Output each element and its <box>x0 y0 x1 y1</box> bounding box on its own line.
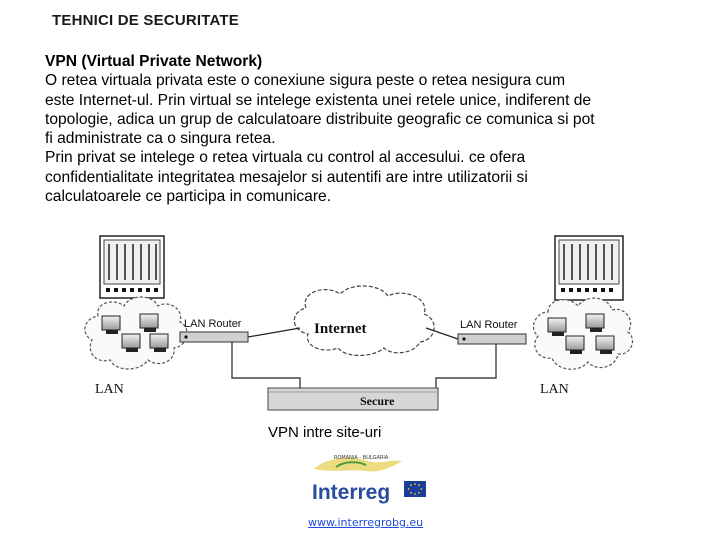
left-router-label: LAN Router <box>184 318 242 330</box>
diagram-caption: VPN intre site-uri <box>268 424 382 441</box>
vpn-diagram: Internet LAN Router LAN Router Secure LA… <box>84 235 633 411</box>
vpn-heading: VPN (Virtual Private Network) <box>45 53 263 70</box>
left-router-icon <box>179 331 249 343</box>
interreg-logo-text: Interreg <box>312 481 390 504</box>
right-lan-computers-icon <box>547 313 615 354</box>
secure-tunnel-bar <box>267 387 439 411</box>
internet-cloud-icon <box>293 285 435 357</box>
left-lan-cloud-icon <box>84 296 188 370</box>
interreg-logo: ROMANIA - BULGARIA Interreg <box>306 447 431 513</box>
right-server-rack-icon <box>554 235 624 301</box>
left-lan-label: LAN <box>95 382 124 397</box>
eu-flag-icon <box>404 481 426 497</box>
description-line: O retea virtuala privata este o conexiun… <box>45 72 566 90</box>
secure-label: Secure <box>360 394 395 408</box>
left-server-rack-icon <box>99 235 165 299</box>
internet-label: Internet <box>314 321 367 337</box>
page-title: TEHNICI DE SECURITATE <box>52 12 239 29</box>
right-lan-cloud-icon <box>533 297 633 370</box>
svg-text:ROMANIA - BULGARIA: ROMANIA - BULGARIA <box>334 455 389 461</box>
description-line: topologie, adica un grup de calculatoare… <box>45 110 595 128</box>
right-lan-label: LAN <box>540 382 569 397</box>
right-router-icon <box>457 333 527 345</box>
left-lan-computers-icon <box>101 313 169 352</box>
description-line: calculatoarele ce participa in comunicar… <box>45 188 332 206</box>
interreg-website-link[interactable]: www.interregrobg.eu <box>308 516 424 529</box>
description-line: este Internet-ul. Prin virtual se intele… <box>45 91 592 109</box>
vpn-description: VPN (Virtual Private Network) O retea vi… <box>45 52 685 206</box>
description-line: confidentialitate integritatea mesajelor… <box>45 168 528 186</box>
description-line: Prin privat se intelege o retea virtuala… <box>45 149 526 167</box>
description-line: fi administrate ca o singura retea. <box>45 130 276 148</box>
right-router-label: LAN Router <box>460 319 518 331</box>
